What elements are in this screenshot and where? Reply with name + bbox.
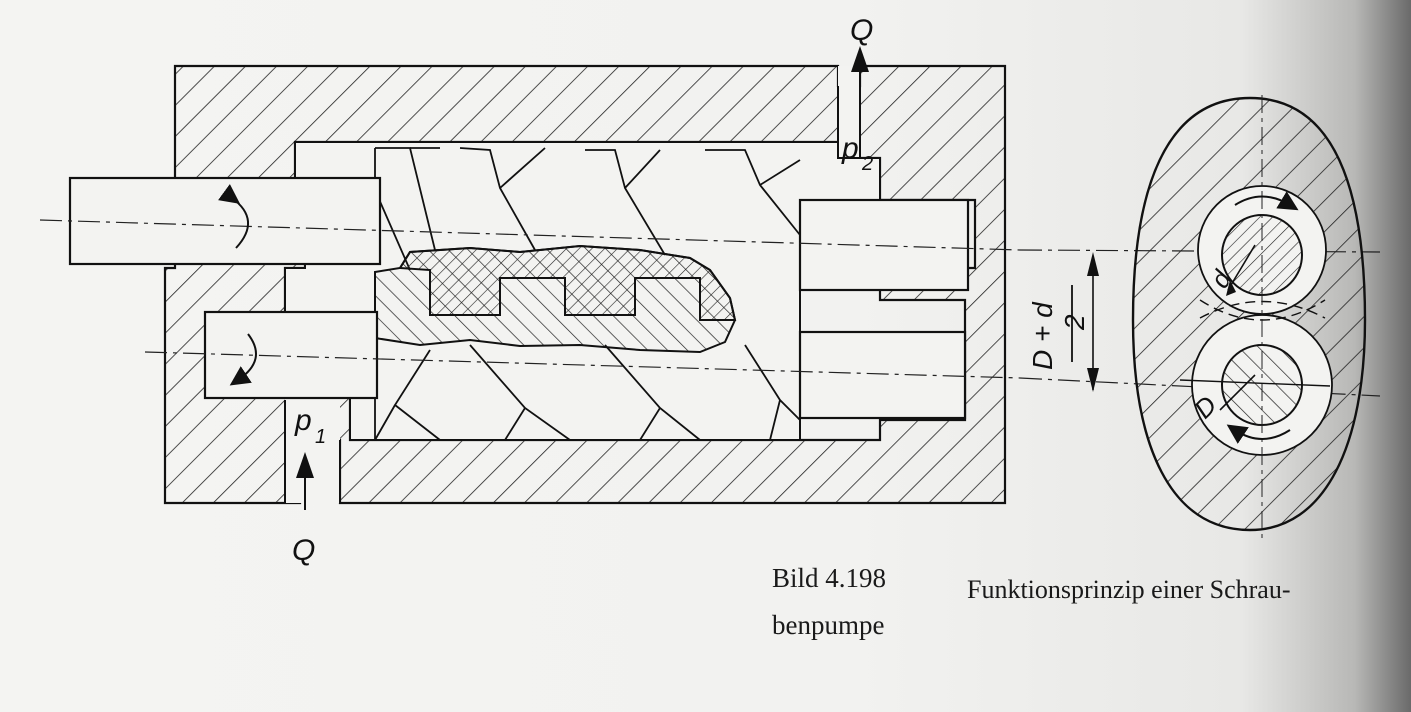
flow-in-label: Q	[292, 534, 315, 567]
flow-out-label: Q	[850, 14, 873, 47]
inlet-flow: Q p 1	[292, 404, 326, 567]
figure-caption-line1: Funktionsprinzip einer Schrau-	[967, 575, 1291, 604]
dim-fraction-numerator: D + d	[1027, 301, 1058, 370]
ports	[284, 66, 861, 503]
rotation-arrow-bottom-icon	[1226, 424, 1291, 444]
pressure-in-label: p	[294, 404, 312, 437]
lower-shaft	[144, 310, 1021, 420]
outlet-flow: Q p 2	[841, 14, 873, 175]
rotation-arrow-lower-icon	[229, 333, 257, 386]
upper-shaft	[39, 176, 1021, 292]
arrow-up-icon	[851, 46, 869, 72]
figure-number: Bild 4.198	[772, 563, 887, 593]
pressure-out-sub: 2	[861, 153, 873, 175]
rotation-arrow-upper-icon	[218, 184, 250, 249]
screw-chamber	[284, 141, 881, 441]
rotation-arrow-top-icon	[1234, 191, 1299, 211]
dim-fraction-denominator: 2	[1059, 314, 1090, 331]
cross-section: d D	[1131, 95, 1367, 540]
pressure-out-label: p	[841, 132, 859, 165]
figure-caption-line2: benpumpe	[772, 610, 885, 640]
pressure-in-sub: 1	[315, 426, 326, 448]
arrow-up-icon	[296, 452, 314, 478]
